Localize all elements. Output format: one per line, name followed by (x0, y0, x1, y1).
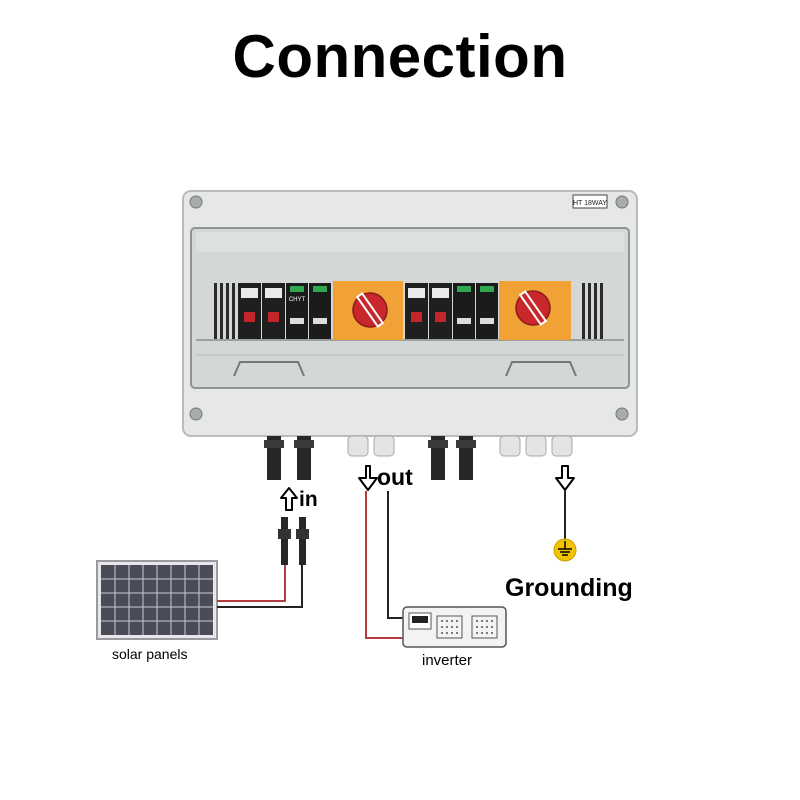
surge-protector-1: CHYT (286, 283, 308, 339)
out-arrow-icon (358, 465, 378, 491)
surge-protector-2 (309, 283, 331, 339)
surge-protector-4 (476, 283, 498, 339)
isolator-switch-1 (333, 281, 403, 340)
out-label: out (377, 464, 413, 490)
solar-panels-label: solar panels (112, 646, 188, 662)
combiner-box: HT 18WAY CHY (182, 190, 638, 437)
surge-protector-3 (453, 283, 475, 339)
fuse-holder-2 (262, 283, 285, 339)
solar-wire-red (217, 565, 286, 602)
cable-glands-left (347, 435, 395, 457)
inverter-image (402, 606, 507, 648)
fuse-holder-4 (429, 283, 452, 339)
inverter-wire-red (365, 491, 404, 639)
screw-icon (189, 407, 203, 421)
in-label: in (299, 488, 318, 511)
solar-wire-black (217, 565, 303, 608)
ground-symbol-icon (553, 538, 577, 562)
inverter-wire-black (387, 491, 404, 619)
vent-slots-left (214, 283, 235, 339)
solar-panel-image (96, 560, 218, 640)
cable-glands-right (499, 435, 573, 457)
mc4-plug-pair (278, 517, 309, 565)
mc4-connectors-right (428, 436, 476, 480)
page-title: Connection (232, 23, 568, 90)
inverter-label: inverter (422, 652, 473, 669)
brand-label: CHYT (289, 297, 306, 303)
mc4-connectors-left (264, 436, 314, 480)
vent-slots-right (582, 283, 603, 339)
cover-handle (233, 361, 305, 377)
screw-icon (615, 195, 629, 209)
screw-icon (615, 407, 629, 421)
isolator-switch-2 (499, 281, 571, 340)
fuse-holder-3 (405, 283, 428, 339)
screw-icon (189, 195, 203, 209)
in-arrow-icon (280, 487, 298, 511)
ground-arrow-icon (555, 465, 575, 491)
fuse-holder-1 (238, 283, 261, 339)
cover-handle (505, 361, 577, 377)
model-tag: HT 18WAY (573, 200, 607, 207)
grounding-label: Grounding (505, 574, 633, 602)
